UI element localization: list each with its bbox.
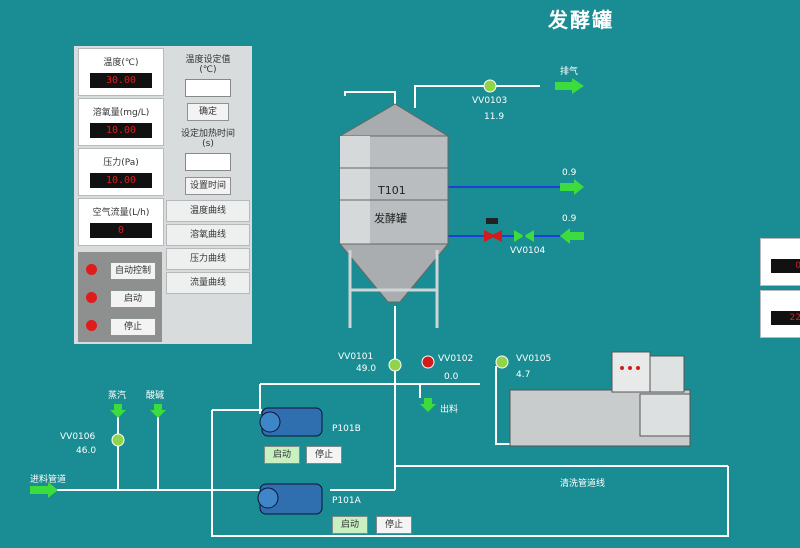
- vv0105-value: 4.7: [516, 370, 531, 380]
- discharge-arrow: [420, 398, 436, 412]
- valve-vv0106: [111, 433, 125, 447]
- setpoint-unit: (℃): [199, 65, 217, 75]
- control-panel: 温度(℃) 30.00 溶氧量(mg/L) 10.00 压力(Pa) 10.00…: [74, 46, 252, 344]
- temperature-curve-button[interactable]: 温度曲线: [166, 200, 250, 222]
- temperature-readout: 温度(℃) 30.00: [78, 48, 164, 96]
- temperature-setpoint: 温度设定值 (℃) 确定: [166, 52, 250, 121]
- pump-a-start-button[interactable]: 启动: [332, 516, 368, 534]
- valve-actuator: [486, 218, 498, 224]
- right-readout-2-value: 22: [771, 311, 800, 325]
- vv0103-tag: VV0103: [472, 96, 508, 106]
- oxygen-readout: 溶氧量(mg/L) 10.00: [78, 98, 164, 146]
- mid1-value: 0.9: [562, 168, 577, 178]
- exhaust-label: 排气: [560, 67, 579, 77]
- oxygen-label: 溶氧量(mg/L): [92, 108, 150, 118]
- set-time-button[interactable]: 设置时间: [185, 177, 231, 195]
- vv0106-value: 46.0: [76, 446, 97, 456]
- control-box: 自动控制 启动 停止: [78, 252, 162, 342]
- vv0104-tag: VV0104: [510, 246, 546, 256]
- heating-time-label: 设定加热时间: [180, 129, 235, 139]
- setpoint-input[interactable]: [185, 79, 231, 97]
- tank-name: 发酵罐: [374, 212, 407, 225]
- pressure-value: 10.00: [90, 173, 152, 188]
- steam-arrow: [110, 404, 126, 418]
- pump-a-tag: P101A: [332, 496, 361, 506]
- vv0101-tag: VV0101: [338, 352, 374, 362]
- tank-tag: T101: [378, 184, 406, 197]
- steam-label: 蒸汽: [108, 391, 127, 401]
- page-title: 发酵罐: [548, 8, 614, 32]
- oxygen-curve-button[interactable]: 溶氧曲线: [166, 224, 250, 246]
- mid2-value: 0.9: [562, 214, 577, 224]
- temperature-value: 30.00: [90, 73, 152, 88]
- exhaust-arrow: [555, 78, 584, 94]
- auto-control-button[interactable]: 自动控制: [110, 262, 156, 280]
- vv0102-value: 0.0: [444, 372, 459, 382]
- start-button[interactable]: 启动: [110, 290, 156, 308]
- vv0105-tag: VV0105: [516, 354, 552, 364]
- valve-vv0104: [514, 230, 524, 242]
- feed-inlet-label: 进料管道: [30, 475, 67, 485]
- discharge-label: 出料: [440, 405, 459, 415]
- heating-time-setpoint: 设定加热时间 (s) 设置时间: [166, 126, 250, 195]
- cip-equipment: [509, 351, 691, 447]
- valve-vv0103: [483, 79, 497, 93]
- pump-b-start-button[interactable]: 启动: [264, 446, 300, 464]
- auto-indicator-led: [86, 264, 97, 275]
- pressure-label: 压力(Pa): [103, 158, 139, 168]
- right-readout-1: 0: [760, 238, 800, 286]
- vv0103-value: 11.9: [484, 112, 505, 122]
- valve-vv0105: [495, 355, 509, 369]
- start-indicator-led: [86, 292, 97, 303]
- pump-b-tag: P101B: [332, 424, 361, 434]
- airflow-value: 0: [90, 223, 152, 238]
- pump-p101a: [257, 483, 323, 515]
- stop-indicator-led: [86, 320, 97, 331]
- right-readout-1-value: 0: [771, 259, 800, 273]
- temperature-label: 温度(℃): [103, 58, 139, 68]
- flow-curve-button[interactable]: 流量曲线: [166, 272, 250, 294]
- oxygen-value: 10.00: [90, 123, 152, 138]
- acid-base-label: 酸碱: [146, 391, 165, 401]
- stop-button[interactable]: 停止: [110, 318, 156, 336]
- valves: [111, 79, 534, 447]
- vv0101-value: 49.0: [356, 364, 377, 374]
- valve-vv0102: [421, 355, 435, 369]
- pressure-readout: 压力(Pa) 10.00: [78, 148, 164, 196]
- pressure-curve-button[interactable]: 压力曲线: [166, 248, 250, 270]
- blue-pipes: [448, 186, 560, 237]
- fermenter-tank: [338, 103, 450, 328]
- pump-p101b: [259, 407, 323, 437]
- pump-b-stop-button[interactable]: 停止: [306, 446, 342, 464]
- airflow-readout: 空气流量(L/h) 0: [78, 198, 164, 246]
- heating-time-unit: (s): [202, 139, 214, 149]
- pump-a-stop-button[interactable]: 停止: [376, 516, 412, 534]
- setpoint-label: 温度设定值: [185, 55, 231, 65]
- mid-arrow-2: [560, 228, 584, 244]
- setpoint-confirm-button[interactable]: 确定: [187, 103, 229, 121]
- mid-arrow-1: [560, 179, 584, 195]
- vv0106-tag: VV0106: [60, 432, 96, 442]
- right-readout-2: 22: [760, 290, 800, 338]
- heating-time-input[interactable]: [185, 153, 231, 171]
- valve-vv0101: [388, 358, 402, 372]
- airflow-label: 空气流量(L/h): [92, 208, 150, 218]
- flow-arrows: [30, 78, 584, 498]
- cip-line-label: 清洗管道线: [560, 479, 606, 489]
- feed-arrow: [30, 482, 58, 498]
- vv0102-tag: VV0102: [438, 354, 474, 364]
- acid-arrow: [150, 404, 166, 418]
